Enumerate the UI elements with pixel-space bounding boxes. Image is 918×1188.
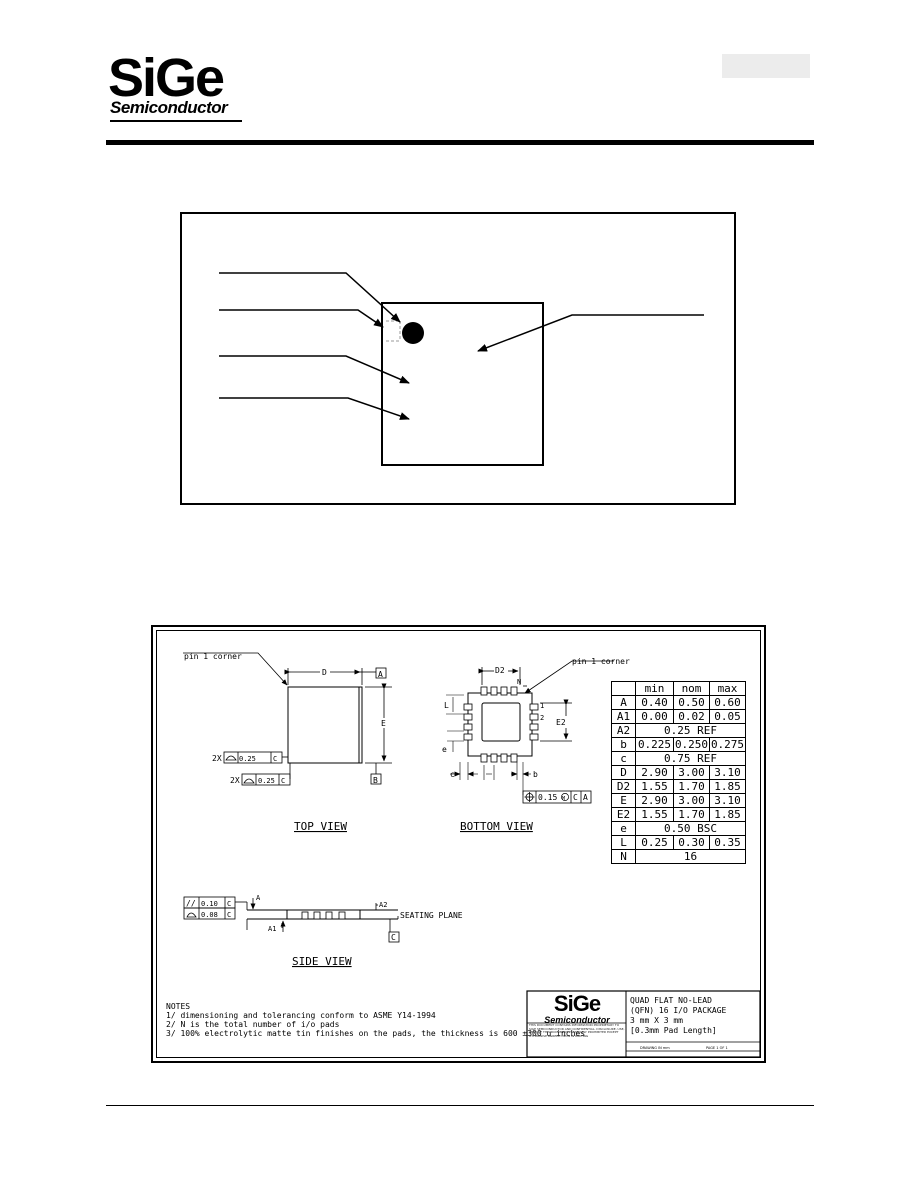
table-cell-symbol: E2 [611, 807, 636, 822]
table-cell-symbol: D [611, 765, 636, 780]
table-cell-value: 16 [635, 849, 746, 864]
title-block-units: DRAWING IN mm [640, 1046, 670, 1050]
table-cell-value: 0.60 [709, 695, 746, 710]
table-cell-value: 0.25 [635, 835, 674, 850]
table-cell-value: max [709, 681, 746, 696]
table-cell-symbol: A2 [611, 723, 636, 738]
table-cell-value: 0.02 [673, 709, 710, 724]
table-cell-value: 0.40 [635, 695, 674, 710]
table-cell-value: nom [673, 681, 710, 696]
package-drawing-frame [151, 625, 766, 1063]
table-cell-symbol: A1 [611, 709, 636, 724]
table-cell-value: 0.50 [673, 695, 710, 710]
table-cell-value: 0.75 REF [635, 751, 746, 766]
table-cell-value: 1.55 [635, 779, 674, 794]
logo-underline [110, 120, 242, 122]
table-cell-value: 1.85 [709, 807, 746, 822]
table-cell-value: min [635, 681, 674, 696]
logo-subtitle: Semiconductor [110, 98, 228, 117]
table-cell-value: 1.70 [673, 779, 710, 794]
note-3: 3/ 100% electrolytic matte tin finishes … [166, 1029, 586, 1038]
table-cell-symbol [611, 681, 636, 696]
note-1: 1/ dimensioning and tolerancing conform … [166, 1011, 436, 1020]
title-line-2: (QFN) 16 I/O PACKAGE [630, 1006, 727, 1015]
table-cell-value: 1.55 [635, 807, 674, 822]
table-cell-value: 0.35 [709, 835, 746, 850]
table-cell-value: 1.85 [709, 779, 746, 794]
table-cell-symbol: D2 [611, 779, 636, 794]
table-cell-value: 0.50 BSC [635, 821, 746, 836]
table-cell-symbol: b [611, 737, 636, 752]
table-cell-value: 0.30 [673, 835, 710, 850]
table-cell-symbol: c [611, 751, 636, 766]
title-block-logo: SiGe Semiconductor [530, 991, 624, 1026]
notes-heading: NOTES [166, 1002, 191, 1011]
title-block-title: QUAD FLAT NO-LEAD (QFN) 16 I/O PACKAGE 3… [630, 996, 726, 1036]
sige-logo: SiGe Semiconductor [108, 48, 248, 132]
package-drawing-border [156, 630, 761, 1058]
table-cell-value: 2.90 [635, 793, 674, 808]
header-divider [106, 140, 814, 145]
table-cell-symbol: N [611, 849, 636, 864]
table-cell-symbol: e [611, 821, 636, 836]
title-block-page: PAGE 1 OF 1 [706, 1046, 728, 1050]
table-cell-value: 0.00 [635, 709, 674, 724]
table-cell-value: 2.90 [635, 765, 674, 780]
marking-diagram-frame [180, 212, 736, 505]
table-cell-value: 0.25 REF [635, 723, 746, 738]
table-cell-value: 3.10 [709, 793, 746, 808]
title-block-logo-wordmark: SiGe [553, 991, 601, 1016]
title-line-4: [0.3mm Pad Length] [630, 1026, 717, 1035]
table-cell-value: 0.250 [673, 737, 710, 752]
title-line-1: QUAD FLAT NO-LEAD [630, 996, 712, 1005]
drawing-notes: NOTES 1/ dimensioning and tolerancing co… [166, 1002, 585, 1038]
table-cell-symbol: A [611, 695, 636, 710]
header-redaction-box [722, 54, 810, 78]
table-cell-value: 0.225 [635, 737, 674, 752]
table-cell-symbol: E [611, 793, 636, 808]
footer-divider [106, 1105, 814, 1106]
table-cell-value: 0.05 [709, 709, 746, 724]
title-block-logo-subtitle: Semiconductor [544, 1015, 610, 1025]
table-cell-value: 3.10 [709, 765, 746, 780]
table-cell-value: 3.00 [673, 793, 710, 808]
table-cell-symbol: L [611, 835, 636, 850]
table-cell-value: 0.275 [709, 737, 746, 752]
logo-wordmark: SiGe [108, 48, 225, 108]
table-cell-value: 1.70 [673, 807, 710, 822]
title-block-legal-notice: THIS DOCUMENT CONTAINS INFORMATION PROPR… [529, 1024, 625, 1038]
note-2: 2/ N is the total number of i/o pads [166, 1020, 340, 1029]
title-line-3: 3 mm X 3 mm [630, 1016, 683, 1025]
table-cell-value: 3.00 [673, 765, 710, 780]
